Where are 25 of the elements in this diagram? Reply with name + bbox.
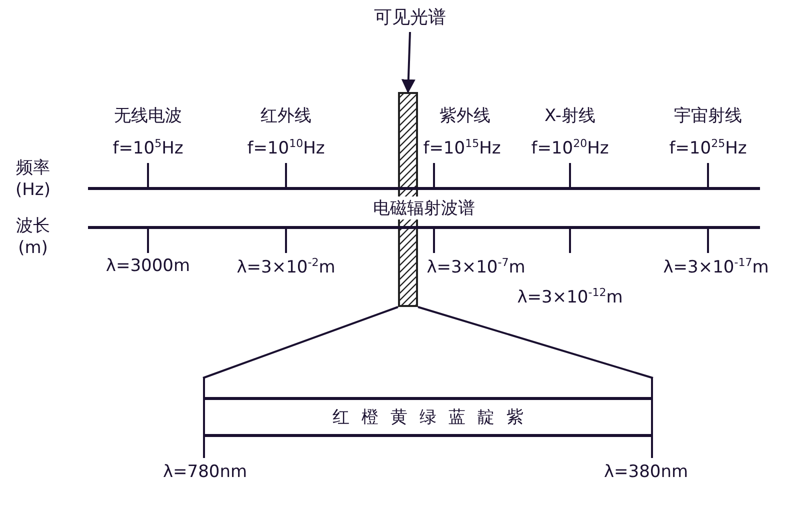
spectrum-band: [88, 187, 760, 229]
wavelength-label: λ=3×10$^{-7}$m: [426, 256, 526, 278]
band-name: X-射线: [544, 105, 596, 127]
frequency-label: f=10$^{15}$Hz: [423, 137, 501, 159]
wavelength-label: λ=3×10$^{-2}$m: [236, 256, 336, 278]
wavelength-label: λ=3000m: [106, 256, 190, 276]
frequency-label: f=10$^{25}$Hz: [669, 137, 747, 159]
frequency-label: f=10$^{20}$Hz: [531, 137, 609, 159]
band-label: 红橙黄绿蓝靛紫: [332, 406, 536, 428]
band-name: 紫外线: [440, 105, 490, 127]
frequency-label: f=10$^{5}$Hz: [112, 137, 184, 159]
visible-spectrum-band: [203, 378, 653, 458]
arrow: [401, 32, 416, 94]
frequency-label: f=10$^{10}$Hz: [247, 137, 325, 159]
band-name: 宇宙射线: [674, 105, 742, 127]
heading-text: 可见光谱: [365, 4, 455, 32]
axis-label: 波长 (m): [15, 215, 51, 259]
wavelength-label: λ=380nm: [604, 462, 688, 482]
band-name: 红外线: [260, 105, 312, 127]
wavelength-label: λ=3×10$^{-12}$m: [517, 286, 623, 308]
axis-label: 频率 (Hz): [14, 157, 52, 201]
band-name: 无线电波: [114, 105, 182, 127]
wavelength-label: λ=780nm: [162, 462, 248, 482]
wavelength-label: λ=3×10$^{-17}$m: [663, 256, 769, 278]
projection-line: [202, 306, 654, 379]
